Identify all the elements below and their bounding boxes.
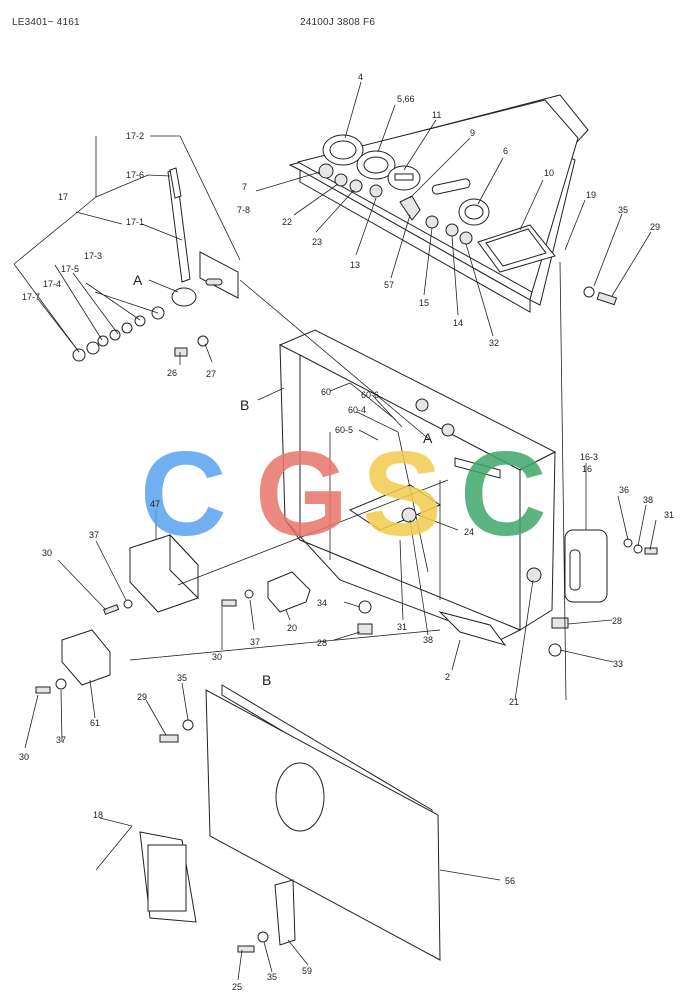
callout-label: 16-3 (580, 452, 598, 462)
callout-marker: B (240, 397, 249, 413)
callout-label: 29 (650, 222, 660, 232)
callout-label: 34 (317, 598, 327, 608)
callout-label: 56 (505, 876, 515, 886)
callout-label: 9 (470, 128, 475, 138)
callout-label: 31 (397, 622, 407, 632)
callout-label: 7-8 (237, 205, 250, 215)
callout-label: 30 (19, 752, 29, 762)
callout-label: 29 (137, 692, 147, 702)
callout-label: 36 (619, 485, 629, 495)
callout-label: 47 (150, 499, 160, 509)
callout-label: 38 (423, 635, 433, 645)
drawing-code-left: LE3401~ 4161 (12, 17, 80, 28)
callout-label: 57 (384, 280, 394, 290)
callout-label: 2 (445, 672, 450, 682)
callout-label: 37 (89, 530, 99, 540)
callout-label: 61 (90, 718, 100, 728)
callout-label: 17 (58, 192, 68, 202)
callout-label: 60-5 (335, 425, 353, 435)
callout-label: 7 (242, 182, 247, 192)
callout-label: 27 (206, 369, 216, 379)
callout-label: 17-3 (84, 251, 102, 261)
callout-label: 60-4 (348, 405, 366, 415)
callout-label: 15 (419, 298, 429, 308)
callout-label: 30 (42, 548, 52, 558)
callout-label: 11 (432, 110, 441, 120)
leader-lines (13, 81, 657, 981)
callout-label: 17-7 (22, 292, 40, 302)
callout-marker: A (133, 272, 143, 288)
callout-label: 17-5 (61, 264, 79, 274)
callout-label: 35 (177, 673, 187, 683)
callout-label: 19 (586, 190, 596, 200)
watermark-letter: C (460, 427, 547, 561)
watermark: C G S C (140, 427, 547, 561)
bottom-plate (139, 684, 441, 961)
callout-label: 18 (93, 810, 103, 820)
callout-label: 59 (302, 966, 312, 976)
callout-label: 60 (321, 387, 331, 397)
callout-labels: 4 5,66 11 9 6 10 19 35 29 7 7-8 22 23 13… (19, 72, 674, 992)
callout-label: 14 (453, 318, 463, 328)
boxes-and-switches (35, 286, 658, 694)
callout-label: 30 (212, 652, 222, 662)
callout-label: 17-1 (126, 217, 144, 227)
callout-label: 35 (618, 205, 628, 215)
callout-marker: A (423, 430, 433, 446)
watermark-letter: S (362, 427, 442, 561)
callout-label: 32 (489, 338, 499, 348)
callout-label: 28 (317, 638, 327, 648)
callout-label: 25 (232, 982, 242, 992)
callout-label: 10 (544, 168, 554, 178)
callout-label: 17-2 (126, 131, 144, 141)
callout-label: 60-6 (361, 390, 379, 400)
callout-label: 4 (358, 72, 363, 82)
watermark-letter: G (255, 427, 348, 561)
callout-label: 16 (582, 464, 592, 474)
callout-label: 31 (664, 510, 674, 520)
watermark-letter: C (140, 427, 227, 561)
callout-label: 37 (56, 735, 66, 745)
instrument-panel (288, 94, 589, 313)
callout-label: 38 (643, 495, 653, 505)
callout-label: 22 (282, 217, 292, 227)
callout-label: 13 (350, 260, 360, 270)
callout-label: 17-6 (126, 170, 144, 180)
callout-label: 33 (613, 659, 623, 669)
callout-label: 35 (267, 972, 277, 982)
callout-label: 17-4 (43, 279, 61, 289)
drawing-code-center: 24100J 3808 F6 (300, 17, 376, 28)
main-frame (278, 329, 557, 646)
callout-marker: B (262, 672, 271, 688)
callout-label: 21 (509, 697, 519, 707)
lever-assembly (72, 167, 239, 362)
callout-label: 5,66 (397, 94, 415, 104)
callout-label: 24 (464, 527, 474, 537)
callout-label: 37 (250, 637, 260, 647)
callout-label: 28 (612, 616, 622, 626)
callout-label: 6 (503, 146, 508, 156)
callout-label: 20 (287, 623, 297, 633)
callout-label: 23 (312, 237, 322, 247)
callout-label: 26 (167, 368, 177, 378)
